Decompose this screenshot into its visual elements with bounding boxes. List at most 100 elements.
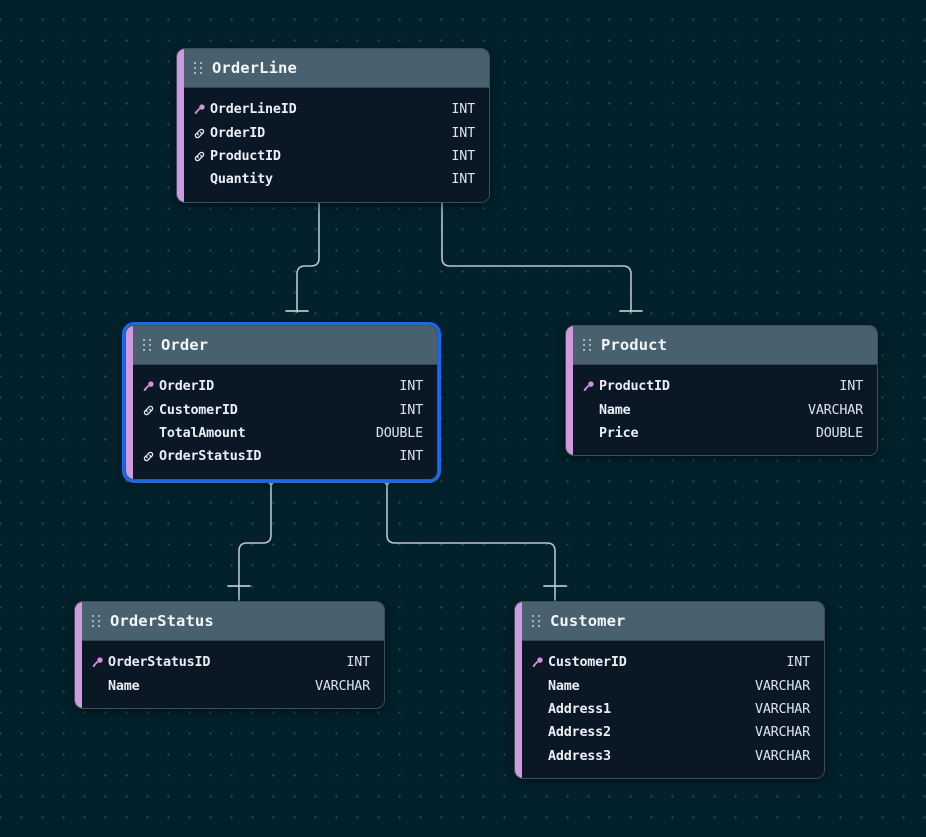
column-icon-slot bbox=[142, 380, 159, 393]
column-type: VARCHAR bbox=[807, 402, 863, 418]
column-type: INT bbox=[399, 379, 423, 395]
column-row[interactable]: OrderID INT bbox=[177, 121, 489, 144]
column-name: Name bbox=[599, 402, 631, 418]
column-type: INT bbox=[451, 172, 475, 188]
table-accent-bar bbox=[126, 326, 133, 479]
column-name: OrderID bbox=[159, 379, 215, 395]
column-row[interactable]: Name VARCHAR bbox=[566, 398, 877, 421]
column-row[interactable]: OrderID INT bbox=[126, 375, 437, 398]
column-type: INT bbox=[399, 402, 423, 418]
table-title: OrderStatus bbox=[110, 612, 214, 630]
column-row[interactable]: OrderLineID INT bbox=[177, 98, 489, 121]
column-name: Address3 bbox=[548, 748, 611, 764]
table-accent-bar bbox=[515, 602, 522, 778]
table-header[interactable]: Order bbox=[126, 326, 437, 365]
column-row[interactable]: Name VARCHAR bbox=[75, 674, 384, 697]
column-icon-slot bbox=[193, 127, 210, 140]
drag-handle-icon[interactable] bbox=[92, 614, 101, 628]
edge-order-orderstatus bbox=[238, 480, 272, 601]
table-accent-bar bbox=[177, 49, 184, 202]
table-columns: OrderStatusID INT Name VARCHAR bbox=[75, 641, 384, 708]
table-columns: ProductID INT Name VARCHAR Price DOUBLE bbox=[566, 365, 877, 456]
foreign-key-icon bbox=[194, 128, 205, 138]
column-icon-slot bbox=[193, 103, 210, 116]
column-name: Name bbox=[548, 678, 580, 694]
column-type: INT bbox=[451, 125, 475, 141]
table-title: Order bbox=[161, 336, 209, 354]
column-row[interactable]: Quantity INT bbox=[177, 168, 489, 191]
column-name: Address1 bbox=[548, 701, 611, 717]
table-accent-bar bbox=[75, 602, 82, 708]
column-icon-slot bbox=[91, 656, 108, 669]
column-name: OrderID bbox=[210, 125, 266, 141]
column-name: Price bbox=[599, 425, 639, 441]
column-name: OrderLineID bbox=[210, 102, 297, 118]
drag-handle-icon[interactable] bbox=[532, 614, 541, 628]
drag-handle-icon[interactable] bbox=[143, 338, 152, 352]
column-type: VARCHAR bbox=[754, 678, 810, 694]
column-row[interactable]: Price DOUBLE bbox=[566, 422, 877, 445]
column-icon-slot bbox=[142, 450, 159, 463]
column-name: ProductID bbox=[599, 379, 670, 395]
column-name: CustomerID bbox=[548, 655, 627, 671]
edge-orderline-product bbox=[441, 197, 632, 313]
column-type: VARCHAR bbox=[314, 678, 370, 694]
table-accent-bar bbox=[566, 326, 573, 456]
column-type: INT bbox=[451, 102, 475, 118]
drag-handle-icon[interactable] bbox=[194, 61, 203, 75]
column-name: OrderStatusID bbox=[108, 655, 211, 671]
column-row[interactable]: CustomerID INT bbox=[515, 651, 824, 674]
primary-key-icon bbox=[583, 381, 594, 391]
table-header[interactable]: OrderLine bbox=[177, 49, 489, 88]
column-name: Name bbox=[108, 678, 140, 694]
column-row[interactable]: ProductID INT bbox=[566, 375, 877, 398]
primary-key-icon bbox=[532, 657, 543, 667]
column-type: INT bbox=[786, 655, 810, 671]
primary-key-icon bbox=[143, 381, 154, 391]
drag-handle-icon[interactable] bbox=[583, 338, 592, 352]
column-icon-slot bbox=[531, 656, 548, 669]
foreign-key-icon bbox=[143, 405, 154, 415]
table-title: OrderLine bbox=[212, 59, 297, 77]
table-header[interactable]: Product bbox=[566, 326, 877, 365]
column-row[interactable]: Name VARCHAR bbox=[515, 674, 824, 697]
foreign-key-icon bbox=[143, 452, 154, 462]
column-icon-slot bbox=[193, 150, 210, 163]
table-header[interactable]: Customer bbox=[515, 602, 824, 641]
column-row[interactable]: OrderStatusID INT bbox=[126, 445, 437, 468]
column-row[interactable]: OrderStatusID INT bbox=[75, 651, 384, 674]
column-row[interactable]: Address3 VARCHAR bbox=[515, 745, 824, 768]
column-type: INT bbox=[451, 148, 475, 164]
column-name: OrderStatusID bbox=[159, 449, 262, 465]
column-name: Quantity bbox=[210, 172, 273, 188]
column-type: INT bbox=[399, 449, 423, 465]
column-name: Address2 bbox=[548, 725, 611, 741]
column-type: DOUBLE bbox=[815, 425, 863, 441]
column-icon-slot bbox=[142, 404, 159, 417]
edge-order-customer bbox=[386, 480, 556, 601]
column-type: INT bbox=[839, 379, 863, 395]
primary-key-icon bbox=[92, 657, 103, 667]
column-type: DOUBLE bbox=[375, 425, 423, 441]
edge-orderline-order bbox=[296, 197, 320, 313]
column-type: VARCHAR bbox=[754, 748, 810, 764]
column-icon-slot bbox=[582, 380, 599, 393]
column-type: INT bbox=[346, 655, 370, 671]
table-header[interactable]: OrderStatus bbox=[75, 602, 384, 641]
table-title: Product bbox=[601, 336, 668, 354]
foreign-key-icon bbox=[194, 151, 205, 162]
